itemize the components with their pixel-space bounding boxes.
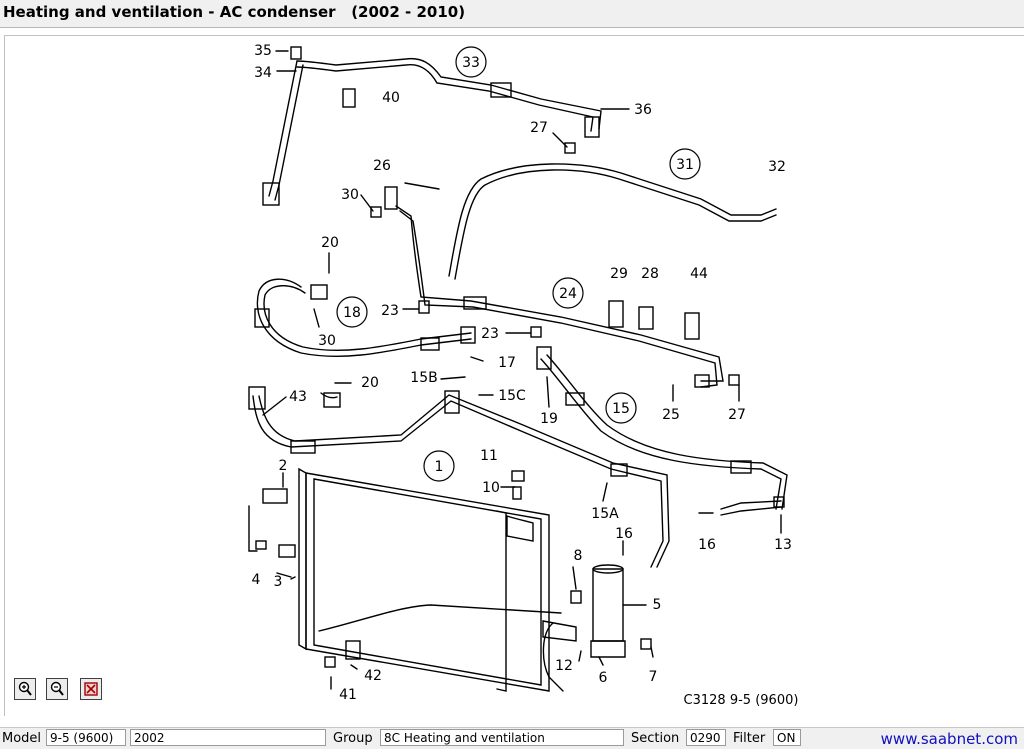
group-field[interactable]: 8C Heating and ventilation [380, 729, 624, 746]
filter-label: Filter [733, 731, 766, 746]
part-label[interactable]: 24 [559, 286, 577, 302]
part-label[interactable]: 6 [599, 670, 608, 686]
part-label[interactable]: 31 [676, 157, 694, 173]
part-label[interactable]: 44 [690, 266, 708, 282]
section-label: Section [631, 731, 680, 746]
part-label[interactable]: 20 [361, 375, 379, 391]
site-link[interactable]: www.saabnet.com [880, 730, 1018, 748]
reset-zoom-icon [84, 682, 98, 696]
part-label[interactable]: 16 [698, 537, 716, 553]
part-label[interactable]: 27 [530, 120, 548, 136]
part-label[interactable]: 15 [612, 401, 630, 417]
part-label[interactable]: 23 [481, 326, 499, 342]
part-labels: 35 34 33 40 36 27 31 32 26 30 20 18 30 2… [252, 43, 792, 703]
part-label[interactable]: 20 [321, 235, 339, 251]
part-label[interactable]: 5 [653, 597, 662, 613]
part-label[interactable]: 32 [768, 159, 786, 175]
part-label[interactable]: 19 [540, 411, 558, 427]
part-label[interactable]: 11 [480, 448, 498, 464]
part-label[interactable]: 34 [254, 65, 272, 81]
part-label[interactable]: 10 [482, 480, 500, 496]
status-bar: Model 9-5 (9600) 2002 Group 8C Heating a… [0, 727, 1024, 749]
diagram-viewer[interactable]: 35 34 33 40 36 27 31 32 26 30 20 18 30 2… [4, 35, 1024, 716]
part-label[interactable]: 17 [498, 355, 516, 371]
part-label[interactable]: 33 [462, 55, 480, 71]
group-label: Group [333, 731, 373, 746]
parts-diagram: 35 34 33 40 36 27 31 32 26 30 20 18 30 2… [248, 43, 799, 708]
zoom-out-button[interactable] [46, 678, 68, 700]
part-label[interactable]: 18 [343, 305, 361, 321]
section-field[interactable]: 0290 [686, 729, 726, 746]
part-label[interactable]: 4 [252, 572, 261, 588]
part-label[interactable]: 40 [382, 90, 400, 106]
part-label[interactable]: 1 [435, 459, 444, 475]
model-label: Model [2, 731, 42, 746]
part-label[interactable]: 15C [498, 388, 526, 404]
part-label[interactable]: 30 [341, 187, 359, 203]
reset-zoom-button[interactable] [80, 678, 102, 700]
part-label[interactable]: 23 [381, 303, 399, 319]
zoom-in-icon [18, 681, 32, 696]
window-title: Heating and ventilation - AC condenser (… [3, 3, 466, 21]
callout-circles [336, 46, 701, 482]
part-label[interactable]: 41 [339, 687, 357, 703]
part-label[interactable]: 2 [279, 458, 288, 474]
part-label[interactable]: 28 [641, 266, 659, 282]
part-label[interactable]: 15A [591, 506, 619, 522]
part-label[interactable]: 42 [364, 668, 382, 684]
filter-field[interactable]: ON [773, 729, 801, 746]
part-label[interactable]: 3 [274, 574, 283, 590]
part-label[interactable]: 35 [254, 43, 272, 59]
model-field[interactable]: 9-5 (9600) [46, 729, 126, 746]
zoom-out-icon [50, 681, 64, 696]
part-label[interactable]: 29 [610, 266, 628, 282]
diagram-caption: C3128 9-5 (9600) [684, 693, 799, 708]
title-bar: Heating and ventilation - AC condenser (… [0, 0, 1024, 28]
part-label[interactable]: 7 [649, 669, 658, 685]
part-label[interactable]: 12 [555, 658, 573, 674]
part-label[interactable]: 25 [662, 407, 680, 423]
part-label[interactable]: 26 [373, 158, 391, 174]
part-label[interactable]: 16 [615, 526, 633, 542]
part-label[interactable]: 8 [574, 548, 583, 564]
year-field[interactable]: 2002 [130, 729, 326, 746]
zoom-in-button[interactable] [14, 678, 36, 700]
part-label[interactable]: 15B [410, 370, 437, 386]
part-label[interactable]: 27 [728, 407, 746, 423]
part-label[interactable]: 36 [634, 102, 652, 118]
part-label[interactable]: 30 [318, 333, 336, 349]
part-label[interactable]: 13 [774, 537, 792, 553]
part-label[interactable]: 43 [289, 389, 307, 405]
